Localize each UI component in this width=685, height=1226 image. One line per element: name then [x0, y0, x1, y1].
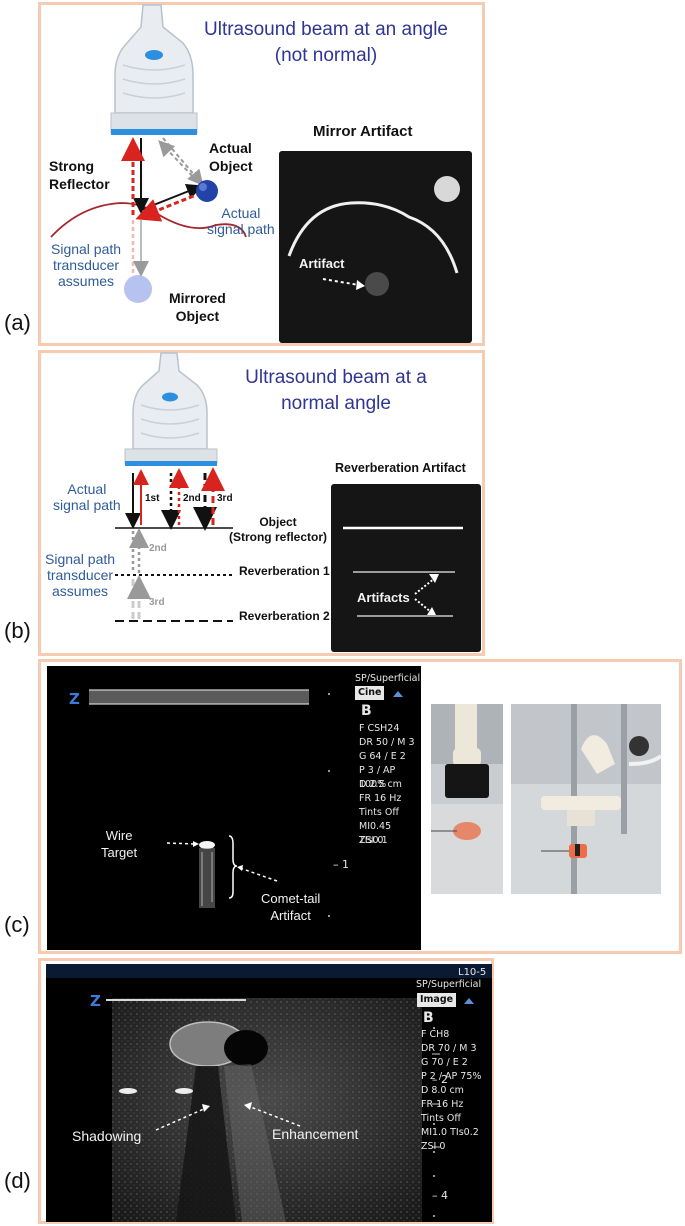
panel-a-title: Ultrasound beam at an angle (not normal) — [204, 19, 448, 66]
comet-tail-us-graphic: Z — [69, 689, 330, 917]
reverberation-1-label: Reverberation 1 — [239, 564, 330, 578]
artifacts-label: Artifacts — [357, 590, 410, 605]
readout-line: F CSH24 — [359, 723, 400, 734]
wire-target-label: Wire Target — [101, 828, 138, 860]
b-mode-label-d: B — [423, 1010, 434, 1026]
transducer-icon — [110, 4, 198, 135]
panel-a: Ultrasound beam at an angle (not normal) — [38, 2, 485, 346]
reverberation-2-label: Reverberation 2 — [239, 609, 330, 623]
reverberation-beam-diagram — [115, 467, 233, 622]
readout-line: Tints Off — [359, 807, 399, 818]
pulse-2nd-label: 2nd — [183, 493, 201, 504]
probe-label: L10-5 — [458, 967, 487, 978]
readout-line: D 8.0 cm — [421, 1085, 464, 1096]
pulse-1st-label: 1st — [145, 493, 160, 504]
readout-line: MI1.0 TIs0.2 — [421, 1127, 479, 1138]
readout-line: D 2.5 cm — [359, 779, 402, 790]
mirror-artifact-image: Artifact — [279, 151, 472, 343]
mirror-artifact-graphic — [287, 176, 460, 296]
readout-line: P 3 / AP 100% — [359, 765, 396, 790]
readout-line: ZSI 0 — [421, 1141, 446, 1152]
panel-a-label: (a) — [4, 310, 31, 335]
panel-b-title: Ultrasound beam at a normal angle — [245, 367, 427, 414]
panel-d: Z Shadowing Enhancement – 2 – 4 L10-5 SP… — [38, 958, 494, 1224]
panel-c-label: (c) — [4, 912, 30, 937]
actual-object-label: Actual Object — [209, 140, 253, 174]
readout-line: Tints Off — [421, 1113, 461, 1124]
readout-line: DR 70 / M 3 — [421, 1043, 477, 1054]
comet-tail-ultrasound-image: Z Wire Target Comet-tail Artifact – 1 SP… — [47, 666, 421, 950]
panel-c: Z Wire Target Comet-tail Artifact – 1 SP… — [38, 659, 682, 954]
svg-text:Z: Z — [69, 690, 80, 708]
shadowing-ultrasound-image: Z Shadowing Enhancement – 2 – 4 L10-5 SP… — [46, 964, 492, 1222]
chevron-up-icon[interactable] — [393, 690, 403, 698]
echo-2nd-label: 2nd — [149, 543, 167, 554]
actual-signal-path-label: Actual signal path — [207, 205, 275, 237]
depth-mark-1: – 1 — [333, 858, 349, 871]
pulse-3rd-label: 3rd — [217, 493, 233, 504]
reverberation-artifact-image: Artifacts — [331, 484, 481, 652]
phantom-photo-front — [431, 704, 503, 894]
shadowing-label: Shadowing — [72, 1128, 142, 1144]
artifact-label: Artifact — [299, 256, 345, 271]
object-label: Object (Strong reflector) — [228, 515, 327, 544]
readout-line: MI0.45 TIs0.1 — [359, 821, 392, 846]
panel-b-label: (b) — [4, 618, 31, 643]
readout-line: G 70 / E 2 — [421, 1057, 468, 1068]
actual-signal-path-label-b: Actual signal path — [53, 481, 121, 513]
phantom-photo-side — [511, 704, 663, 894]
svg-text:Z: Z — [90, 992, 101, 1010]
readout-line: F CH8 — [421, 1029, 450, 1040]
readout-line: FR 16 Hz — [359, 793, 402, 804]
readout-line: P 2 / AP 75% — [421, 1071, 482, 1082]
strong-reflector-label: Strong Reflector — [49, 158, 110, 192]
echo-3rd-label: 3rd — [149, 597, 165, 608]
chevron-up-icon-d[interactable] — [464, 997, 474, 1005]
shadowing-us-graphic: Z — [46, 964, 492, 1222]
assumed-signal-path-label-b: Signal path transducer assumes — [45, 551, 116, 599]
panel-b: Ultrasound beam at a normal angle 1st — [38, 350, 485, 656]
image-button[interactable]: Image — [417, 993, 457, 1007]
b-mode-label-c: B — [361, 703, 372, 719]
reverberation-artifact-graphic — [343, 526, 463, 617]
preset-label-c: SP/Superficial — [355, 673, 421, 684]
enhancement-label: Enhancement — [272, 1126, 359, 1142]
readout-line: G 64 / E 2 — [359, 751, 406, 762]
readout-line: ZSI 0 — [359, 835, 384, 846]
mirror-artifact-title: Mirror Artifact — [313, 123, 413, 140]
comet-tail-label: Comet-tail Artifact — [261, 891, 321, 923]
readout-line: FR 16 Hz — [421, 1099, 464, 1110]
mirrored-object-label: Mirrored Object — [169, 290, 226, 324]
readout-line: DR 50 / M 3 — [359, 737, 415, 748]
depth-mark-2: – 2 — [432, 1073, 448, 1086]
reverberation-artifact-title: Reverberation Artifact — [335, 461, 466, 475]
cine-button[interactable]: Cine — [355, 686, 385, 700]
depth-mark-4: – 4 — [432, 1189, 448, 1202]
panel-d-label: (d) — [4, 1168, 31, 1193]
assumed-signal-path-label: Signal path transducer assumes — [51, 241, 122, 289]
preset-label-d: SP/Superficial — [416, 979, 482, 990]
transducer-icon-2 — [124, 352, 218, 466]
mirror-beam-diagram — [50, 137, 247, 303]
